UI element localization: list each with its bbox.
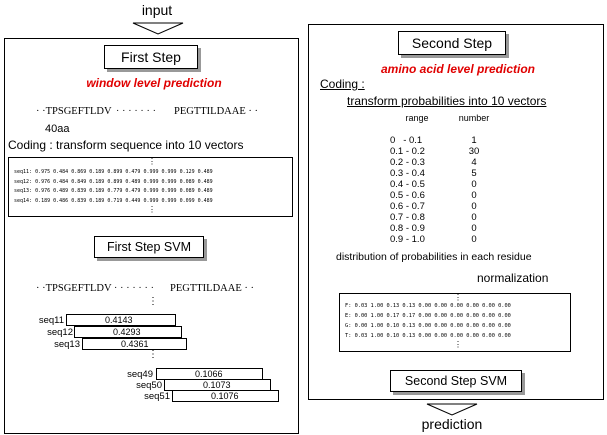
result-label-seq11: seq11 bbox=[38, 315, 64, 326]
second-vector-list: F: 0.03 1.00 0.13 0.13 0.00 0.00 0.00 0.… bbox=[345, 301, 511, 341]
range-table-header: range number bbox=[384, 113, 498, 124]
vector-row: E: 0.00 1.00 0.17 0.17 0.00 0.00 0.00 0.… bbox=[345, 313, 511, 319]
window-size-label: 40aa bbox=[45, 123, 70, 135]
distribution-label: distribution of probabilities in each re… bbox=[336, 251, 532, 263]
result-label-seq12: seq12 bbox=[47, 327, 73, 338]
result-seq-left: · ·TPSGEFTLDV bbox=[36, 283, 112, 294]
output-chevron bbox=[426, 403, 478, 416]
result-label-seq50: seq50 bbox=[136, 380, 162, 391]
number-header: number bbox=[458, 113, 490, 123]
second-vectors-box: ⋮ F: 0.03 1.00 0.13 0.13 0.00 0.00 0.00 … bbox=[339, 293, 571, 352]
vectors-bottom-dots: ⋮ bbox=[148, 205, 156, 214]
output-label: prediction bbox=[421, 416, 483, 432]
result-value-seq13: 0.4361 bbox=[121, 339, 149, 349]
seq-middle-dots: · · · · · · · bbox=[116, 105, 156, 116]
vector-row: G: 0.00 1.00 0.10 0.13 0.00 0.00 0.00 0.… bbox=[345, 323, 511, 329]
result-value-seq49: 0.1066 bbox=[195, 369, 223, 379]
input-chevron bbox=[132, 22, 184, 35]
vector-list: seq11: 0.975 0.484 0.869 0.189 0.899 0.4… bbox=[14, 168, 213, 206]
first-step-title: First Step bbox=[121, 49, 181, 65]
normalization-label: normalization bbox=[477, 271, 549, 285]
seq-right: PEGTTILDAAE · · bbox=[174, 106, 258, 117]
vector-row: seq13: 0.976 0.489 0.839 0.189 0.779 0.4… bbox=[14, 188, 213, 194]
result-value-seq11: 0.4143 bbox=[105, 315, 133, 325]
result-value-seq50: 0.1073 bbox=[203, 380, 231, 390]
second-coding-label: Coding : bbox=[320, 77, 365, 91]
second-svm-label: Second Step SVM bbox=[404, 374, 508, 388]
first-coding-label: Coding : transform sequence into 10 vect… bbox=[8, 138, 244, 152]
seq-left-text: TPSGEFTLDV bbox=[45, 106, 112, 117]
first-vectors-box: ⋮ seq11: 0.975 0.484 0.869 0.189 0.899 0… bbox=[8, 157, 293, 217]
result-value-seq12: 0.4293 bbox=[113, 327, 141, 337]
vector-row: T: 0.03 1.00 0.10 0.13 0.00 0.00 0.00 0.… bbox=[345, 333, 511, 339]
first-svm-box: First Step SVM bbox=[94, 236, 204, 258]
seq-left-dots: · · bbox=[36, 106, 46, 117]
vector-row: seq14: 0.189 0.486 0.839 0.189 0.719 0.4… bbox=[14, 197, 213, 204]
result-seq-right-dots: · · bbox=[241, 283, 254, 294]
vector-row: F: 0.03 1.00 0.13 0.13 0.00 0.00 0.00 0.… bbox=[345, 303, 511, 309]
vector-row: seq11: 0.975 0.484 0.869 0.189 0.899 0.4… bbox=[14, 169, 213, 175]
seq-left: · ·TPSGEFTLDV bbox=[36, 106, 112, 117]
second-vectors-top-dots: ⋮ bbox=[454, 293, 462, 302]
seq-right-text: PEGTTILDAAE bbox=[174, 106, 246, 117]
result-dots-upper: ⋮ bbox=[148, 296, 158, 307]
vectors-top-dots: ⋮ bbox=[148, 157, 156, 166]
first-svm-label: First Step SVM bbox=[106, 240, 192, 254]
first-step-subtitle: window level prediction bbox=[86, 76, 222, 90]
result-seq-left-dots: · · bbox=[36, 283, 46, 294]
result-bar-seq12: 0.4293 bbox=[74, 326, 182, 338]
range-header: range bbox=[405, 113, 429, 123]
second-vectors-bottom-dots: ⋮ bbox=[454, 340, 462, 349]
vector-row: seq12: 0.976 0.484 0.849 0.189 0.899 0.4… bbox=[14, 178, 213, 185]
result-label-seq49: seq49 bbox=[127, 369, 153, 380]
second-step-subtitle: amino acid level prediction bbox=[380, 62, 536, 76]
result-seq-middle-dots: · · · · · · · bbox=[114, 282, 154, 293]
result-value-seq51: 0.1076 bbox=[211, 391, 239, 401]
result-bar-seq13: 0.4361 bbox=[82, 338, 187, 350]
result-dots-lower: ⋮ bbox=[148, 349, 158, 360]
result-label-seq51: seq51 bbox=[144, 391, 170, 402]
second-coding-desc: transform probabilities into 10 vectors bbox=[347, 94, 547, 108]
result-bar-seq11: 0.4143 bbox=[66, 314, 176, 326]
second-step-title: Second Step bbox=[411, 35, 493, 51]
result-label-seq13: seq13 bbox=[54, 339, 80, 350]
second-svm-box: Second Step SVM bbox=[390, 370, 522, 392]
result-bar-seq51: 0.1076 bbox=[172, 390, 279, 402]
second-step-title-box: Second Step bbox=[398, 31, 506, 55]
first-step-title-box: First Step bbox=[104, 45, 198, 69]
result-seq-right: PEGTTILDAAE · · bbox=[170, 283, 254, 294]
input-label: input bbox=[141, 2, 173, 18]
seq-right-dots: · · bbox=[245, 106, 258, 117]
